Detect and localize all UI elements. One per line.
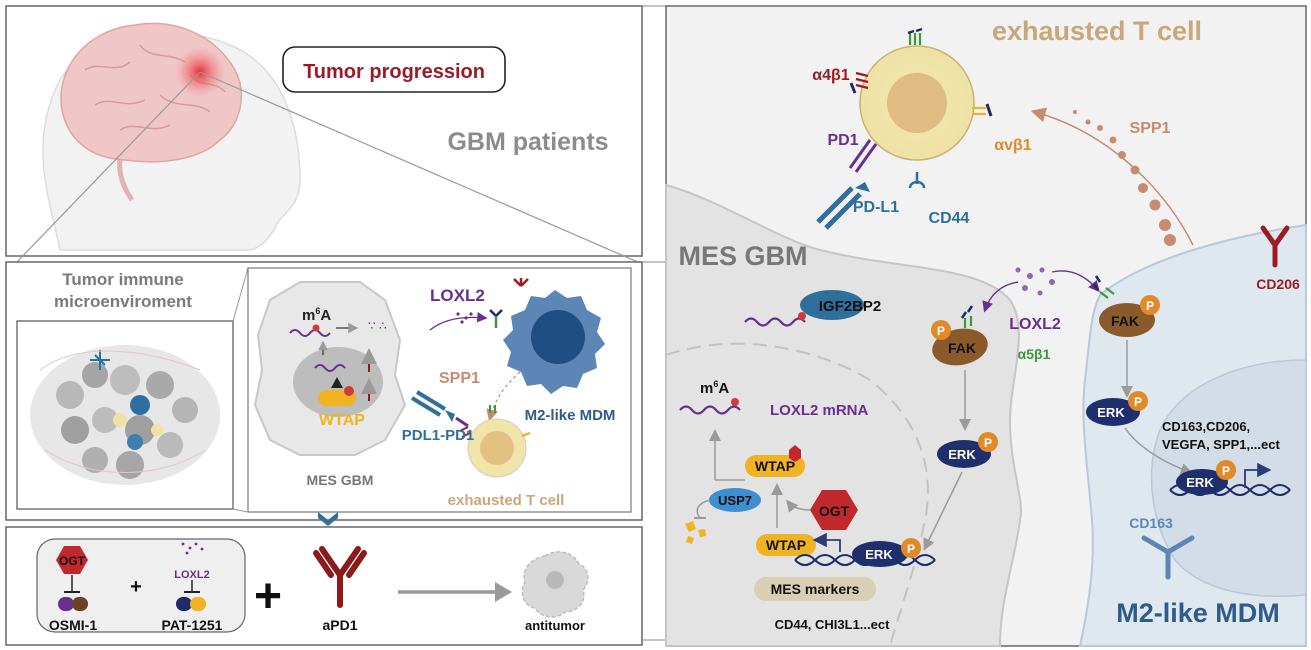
fak-right-p: P [1146, 299, 1154, 313]
plus-small: + [130, 576, 142, 598]
loxl2-small-label: LOXL2 [430, 286, 485, 305]
loxl2-mrna-label: LOXL2 mRNA [770, 402, 869, 419]
erk-protein-mes [937, 440, 991, 468]
middle-left-panel: Tumor immune microenviroment [5, 261, 643, 521]
therapy-panel: OGT OSMI-1 + LOXL2 PAT-1251 + aPD1 [5, 512, 643, 646]
wtap-upper-label: WTAP [755, 458, 795, 474]
tumor-tissue-illustration [30, 345, 220, 485]
exhausted-t-large-label: exhausted T cell [992, 16, 1202, 46]
erk-mes-nuc-p: P [907, 542, 915, 556]
arrow-right-icon [495, 582, 512, 602]
erk-mdm-p: P [1134, 395, 1142, 409]
pdl1-receptor-icon [816, 186, 862, 230]
wtap-lower-label: WTAP [766, 537, 806, 553]
spp1-dots [1073, 110, 1176, 246]
ogt-small-label: OGT [59, 554, 86, 568]
antitumor-label: antitumor [525, 618, 585, 633]
osmi-capsule-icon [58, 597, 74, 611]
wtap-protein-upper [745, 455, 805, 477]
right-panel: exhausted T cell α4β1 PD1 αvβ1 PD-L1 CD4… [665, 5, 1307, 647]
spp1-large-label: SPP1 [1130, 120, 1171, 137]
usp7-protein-icon [709, 488, 761, 512]
mes-markers-pill [754, 577, 876, 601]
pdl1-label: PD-L1 [853, 199, 899, 216]
top-left-panel: Tumor progression GBM patients [5, 5, 643, 264]
erk-mes-nuc-label: ERK [865, 547, 893, 562]
mes-gbm-cell-large [665, 183, 1022, 647]
plus-big: + [254, 570, 282, 623]
erk-protein-mdm [1086, 398, 1140, 426]
dying-tumor-cell-icon [521, 551, 589, 618]
fak-left-p: P [937, 324, 945, 338]
erk-mdm-label: ERK [1097, 405, 1125, 420]
cd163-label: CD163 [1129, 515, 1173, 531]
a4b1-label: α4β1 [812, 67, 850, 84]
fak-protein-left [931, 320, 988, 366]
igf2bp2-label: IGF2BP2 [819, 298, 882, 315]
m2-mdm-small [503, 278, 605, 394]
cd44-top-label: CD44 [929, 210, 970, 227]
osmi-label: OSMI-1 [49, 617, 97, 633]
erk-mes-p: P [984, 436, 992, 450]
loxl2-tiny-label: LOXL2 [174, 569, 209, 581]
spp1-small-label: SPP1 [439, 370, 480, 387]
tumor-progression-label: Tumor progression [303, 61, 485, 83]
ogt-hexagon-large-icon [810, 490, 858, 530]
usp7-label: USP7 [718, 493, 752, 508]
chevron-down-icon [318, 512, 338, 526]
mes-markers-label: MES markers [771, 581, 860, 597]
exhausted-t-cell-large [848, 27, 993, 189]
erk-mdm-nuc-label: ERK [1186, 475, 1214, 490]
mdm-genes-line1: CD163,CD206, [1162, 419, 1250, 434]
pat-capsule-icon [176, 597, 192, 611]
mes-gbm-large-label: MES GBM [678, 241, 807, 271]
cd163-receptor-icon [1141, 535, 1195, 580]
wtap-small-label: WTAP [319, 412, 365, 429]
cd206-top-label: CD206 [1256, 276, 1300, 292]
tme-title-line1: Tumor immune [62, 270, 184, 289]
fak-left-label: FAK [948, 340, 976, 356]
mes-gbm-small-label: MES GBM [307, 472, 374, 488]
mdm-genes-line2: VEGFA, SPP1,...ect [1162, 437, 1280, 452]
fak-protein-right [1099, 295, 1160, 337]
degraded-fragments-small: ∵ ∴ [368, 319, 387, 333]
erk-mes-label: ERK [948, 447, 976, 462]
ogt-large-label: OGT [819, 503, 850, 519]
fak-right-label: FAK [1111, 313, 1139, 329]
apd1-label: aPD1 [322, 617, 357, 633]
cd206-receptor-icon [1260, 225, 1290, 268]
pat-label: PAT-1251 [162, 617, 223, 633]
pd1-label: PD1 [827, 132, 858, 149]
igf2bp2-protein-icon [800, 290, 864, 320]
a5b1-label: α5β1 [1018, 346, 1051, 362]
degradation-fragments-icon [685, 521, 706, 544]
gbm-patients-label: GBM patients [447, 128, 608, 156]
m6a-large: m6A [700, 379, 729, 397]
ogt-hexagon-icon [56, 546, 88, 574]
pdl1-pd1-label: PDL1-PD1 [402, 427, 475, 444]
antibody-icon [313, 546, 367, 608]
wtap-protein-lower [756, 534, 816, 556]
exhausted-t-small-label: exhausted T cell [448, 492, 565, 509]
loxl2-large-label: LOXL2 [1009, 316, 1061, 333]
avb1-label: αvβ1 [994, 137, 1032, 154]
m6a-small-m: m6A [302, 306, 331, 324]
m2-mdm-large-label: M2-like MDM [1116, 598, 1280, 628]
m2-mdm-small-label: M2-like MDM [525, 407, 616, 424]
erk-mdm-nuc-p: P [1222, 464, 1230, 478]
loxl2-dots-large [1015, 267, 1055, 296]
cd44-chi-label: CD44, CHI3L1...ect [775, 617, 891, 632]
tme-title-line2: microenviroment [54, 292, 192, 311]
